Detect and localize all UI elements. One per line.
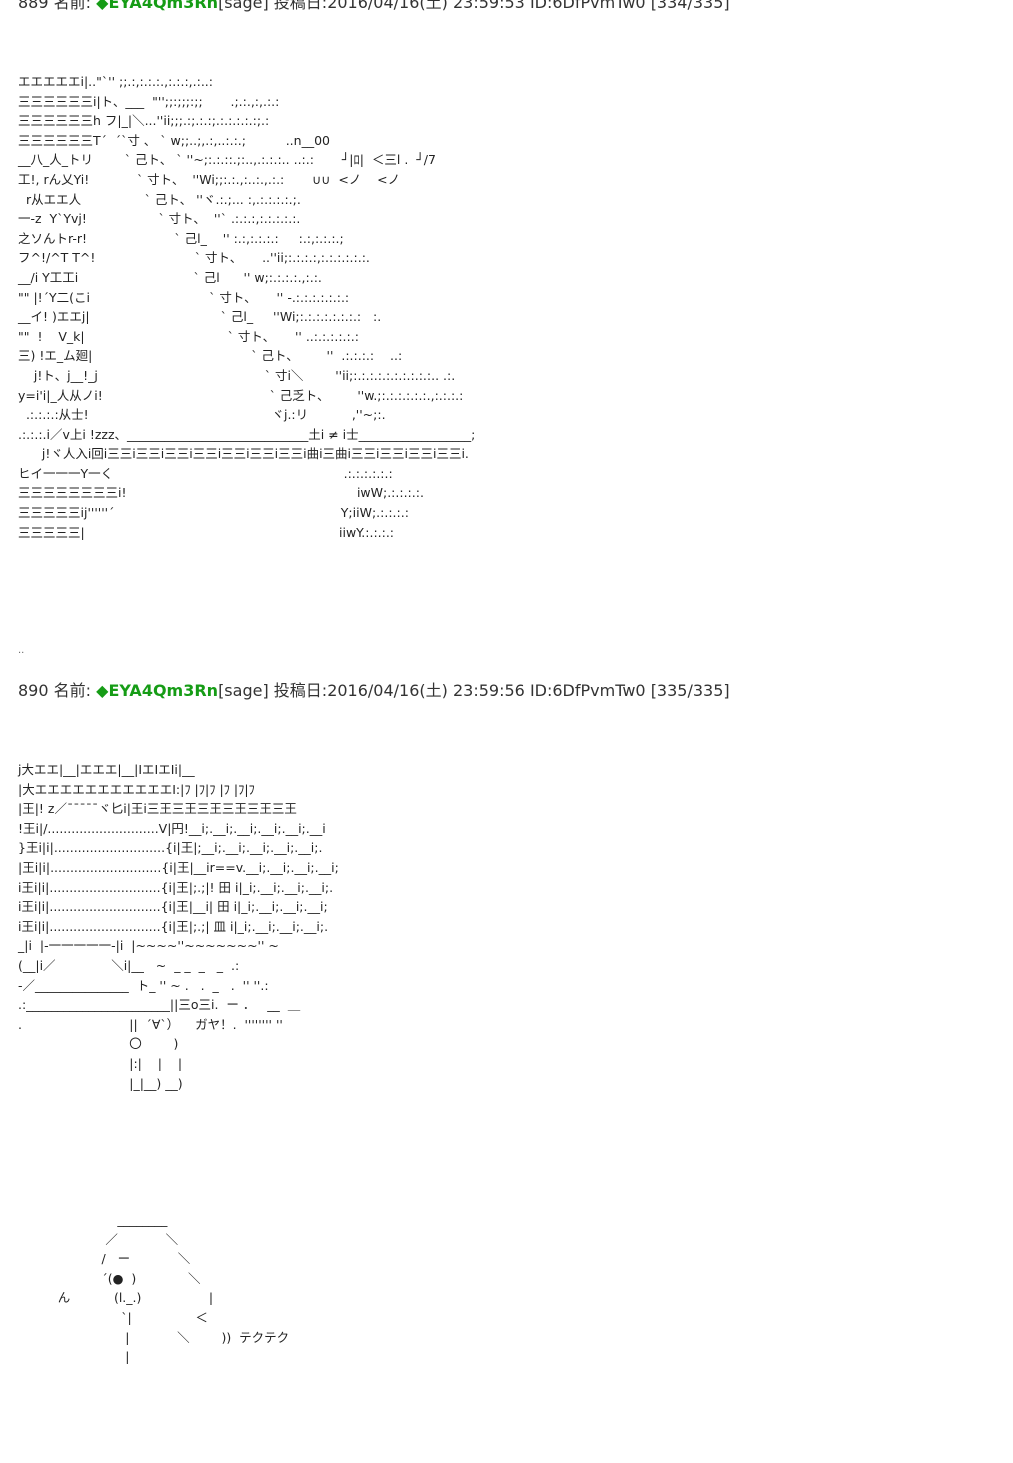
date-label: 投稿日: xyxy=(273,0,328,12)
post-count: [334/335] xyxy=(650,0,730,12)
post-header-889: 889 名前: ◆EYA4Qm3Rn[sage] 投稿日:2016/04/16(… xyxy=(18,0,730,13)
poster-id: ID:6DfPvmTw0 xyxy=(529,681,646,700)
separator: .. xyxy=(18,645,25,656)
name-label: 名前: xyxy=(53,0,92,12)
post-header-890: 890 名前: ◆EYA4Qm3Rn[sage] 投稿日:2016/04/16(… xyxy=(18,677,730,701)
mail-field: [sage] xyxy=(218,681,269,700)
post-date: 2016/04/16(土) 23:59:53 xyxy=(327,0,525,12)
name-label: 名前: xyxy=(53,681,92,700)
post-body-ascii-art-2: ________ ／ ＼ / ー ＼ ´(● ) ＼ ん (l._.) | xyxy=(57,1212,290,1365)
post-number: 889 xyxy=(18,0,49,12)
post-body-ascii-art: j大エエ|__|エエエ|__|IエIエIi|__ |大エエエエエエエエエエエI:… xyxy=(18,762,339,1091)
post-number: 890 xyxy=(18,681,49,700)
mail-field: [sage] xyxy=(218,0,269,12)
poster-id: ID:6DfPvmTw0 xyxy=(529,0,646,12)
post-date: 2016/04/16(土) 23:59:56 xyxy=(327,681,525,700)
author-trip[interactable]: ◆EYA4Qm3Rn xyxy=(96,681,219,700)
author-trip[interactable]: ◆EYA4Qm3Rn xyxy=(96,0,219,12)
post-count: [335/335] xyxy=(650,681,730,700)
post-body-ascii-art: エエエエエi|.."`'' ;;.:,:.:.:.,:.:.:,.:..: 三三… xyxy=(18,74,476,540)
date-label: 投稿日: xyxy=(273,681,328,700)
